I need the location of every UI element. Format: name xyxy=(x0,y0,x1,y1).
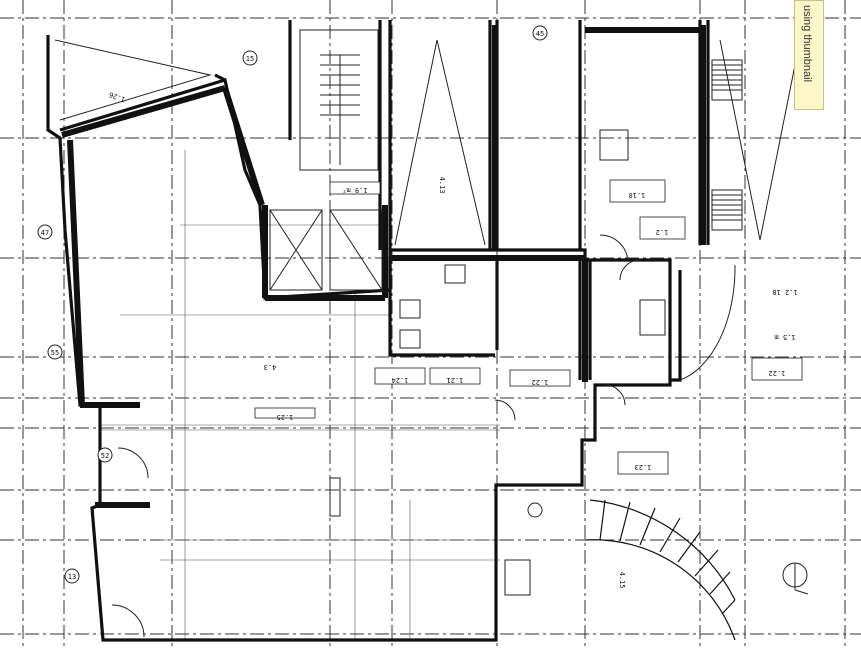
room-label-3: 4.3 xyxy=(264,363,277,371)
room-label-2: 4.13 xyxy=(438,177,446,194)
room-label-12: 1.2 18 xyxy=(772,288,797,296)
grid-mark-1: 47 xyxy=(41,229,49,237)
equipment-boxes xyxy=(329,59,743,596)
thumbnail-banner: using thumbnail xyxy=(794,0,824,110)
construction-lines xyxy=(100,150,500,640)
grid-mark-4: 15 xyxy=(246,55,254,63)
room-label-7: 1.22 xyxy=(532,378,549,386)
thumbnail-banner-text: using thumbnail xyxy=(801,5,813,83)
grid-mark-6: 45 xyxy=(536,30,544,38)
room-label-6: 1.21 xyxy=(447,376,464,384)
room-label-8: 1.2 xyxy=(656,228,669,236)
room-label-9: 1.23 xyxy=(635,463,652,471)
room-label-4: 1.25 xyxy=(277,413,294,421)
thick-wall-bands xyxy=(61,25,706,508)
shaft-triangles xyxy=(54,39,801,246)
grid-mark-2: 55 xyxy=(51,349,59,357)
room-label-15: 1.5 m xyxy=(774,333,795,341)
room-label-5: 1.24 xyxy=(392,376,409,384)
grid-mark-5: 13 xyxy=(68,573,76,581)
room-label-10: 1.22 xyxy=(769,369,786,377)
room-label-11: 1.18 xyxy=(629,191,646,199)
curved-stair xyxy=(584,499,736,641)
door-swings xyxy=(111,234,736,638)
room-label-1: 1.9 m² xyxy=(342,186,367,194)
grid-bubbles xyxy=(37,25,809,595)
grid-mark-3: 52 xyxy=(101,452,109,460)
room-label-14: 4.15 xyxy=(618,572,626,589)
room-label-boxes xyxy=(254,179,803,475)
stair-core xyxy=(269,29,383,291)
